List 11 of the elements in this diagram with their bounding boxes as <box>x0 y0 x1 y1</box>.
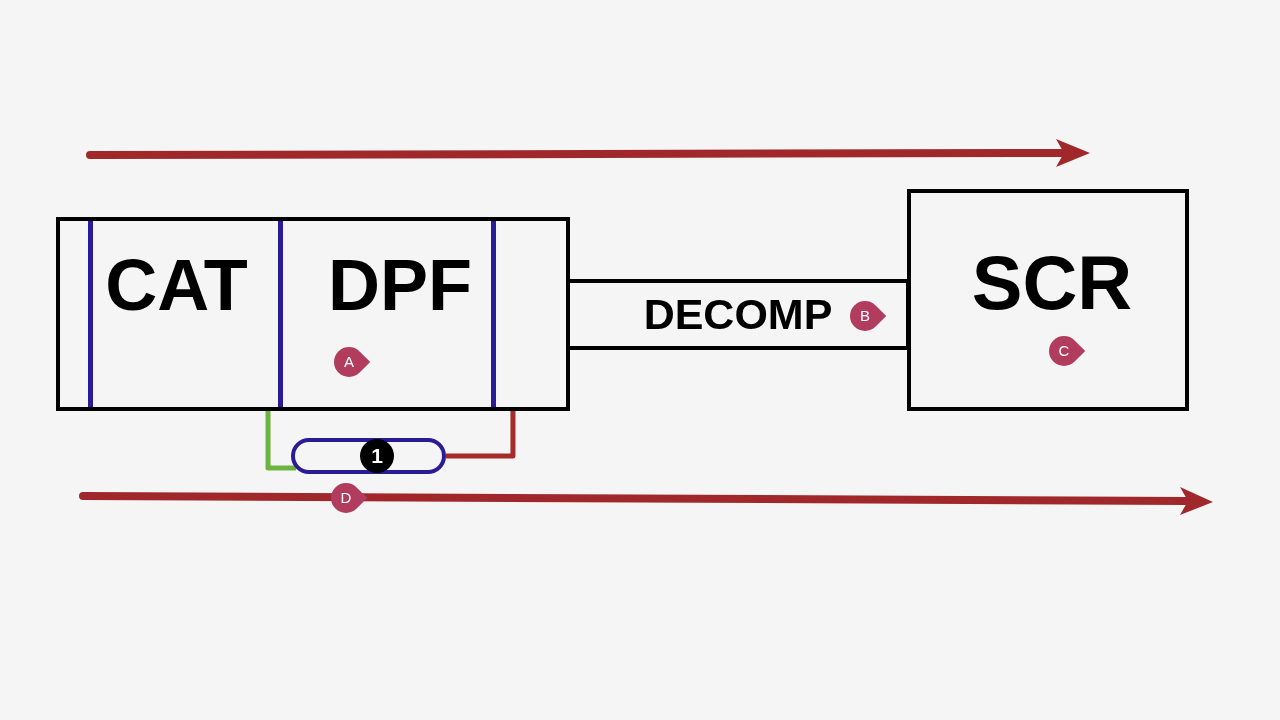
process-box <box>907 189 1189 411</box>
node-label: SCR <box>971 245 1133 321</box>
substrate-section <box>278 221 496 407</box>
node-label: CAT <box>105 249 248 321</box>
node-label: DECOMP <box>643 293 833 336</box>
connector-line <box>446 411 516 459</box>
housing-box <box>56 217 570 411</box>
connector-line <box>265 411 296 471</box>
sensor-capsule <box>291 438 446 474</box>
callout-number: 1 <box>360 439 394 473</box>
node-label: DPF <box>328 249 472 321</box>
